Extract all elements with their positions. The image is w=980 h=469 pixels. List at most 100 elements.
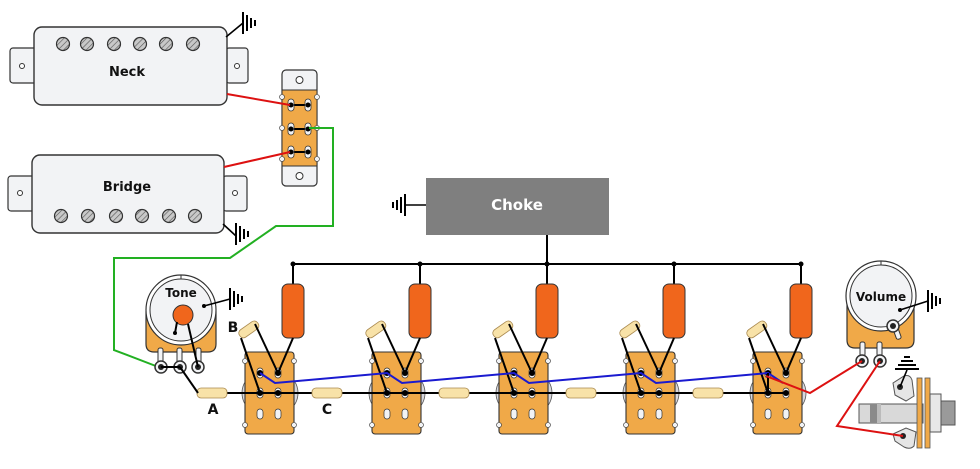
- ground-icon: [392, 194, 426, 216]
- bridge-pickup: Bridge: [7, 154, 248, 234]
- rotary-switch-stage[interactable]: [618, 261, 686, 435]
- rotary-switch-stage[interactable]: [237, 261, 305, 435]
- switch-notch: [623, 358, 629, 364]
- junction-dot: [417, 261, 423, 267]
- solder-point: [288, 149, 294, 155]
- capacitor-wire: [404, 337, 421, 374]
- junction-dot: [798, 261, 804, 267]
- rotary-switch-stage[interactable]: [745, 261, 813, 435]
- switch-notch: [279, 156, 285, 162]
- tone-pot[interactable]: Tone: [145, 274, 217, 374]
- switch-notch: [750, 422, 756, 428]
- pole-screw: [187, 208, 203, 224]
- pole-screw: [134, 208, 150, 224]
- switch-notch: [291, 358, 297, 364]
- switch-notch: [799, 358, 805, 364]
- rotary-switch-stage[interactable]: [364, 261, 432, 435]
- switch-notch: [623, 422, 629, 428]
- bypass-wire: [259, 371, 784, 385]
- solder-point: [783, 370, 789, 376]
- tone-ground-wire: [203, 298, 231, 307]
- resistor: [238, 320, 260, 339]
- choke: Choke: [426, 178, 609, 235]
- switch-lug: [655, 408, 663, 420]
- resistor-wire: [381, 323, 406, 374]
- pole-screw: [132, 36, 148, 52]
- pole-screw: [79, 36, 95, 52]
- pole-screw: [185, 36, 201, 52]
- tone-pot-label: Tone: [165, 286, 197, 300]
- pole-screw: [80, 208, 96, 224]
- ground-icon: [225, 12, 256, 38]
- switch-notch: [496, 422, 502, 428]
- switch-notch: [291, 422, 297, 428]
- solder-point: [656, 370, 662, 376]
- switch-lug: [401, 408, 409, 420]
- resistor: [565, 387, 597, 399]
- capacitor-wire: [531, 337, 548, 374]
- resistor: [746, 320, 768, 339]
- switch-lug: [782, 408, 790, 420]
- solder-point: [305, 102, 311, 108]
- capacitor-wire: [785, 337, 802, 374]
- capacitor: [281, 283, 305, 339]
- solder-point: [288, 102, 294, 108]
- capacitor: [662, 283, 686, 339]
- switch-notch: [369, 422, 375, 428]
- pole-screw: [158, 36, 174, 52]
- switch-notch: [314, 94, 320, 100]
- solder-point: [529, 370, 535, 376]
- resistor: [692, 387, 724, 399]
- junction-dot: [544, 261, 550, 267]
- switch-notch: [279, 94, 285, 100]
- choke-label: Choke: [491, 196, 543, 214]
- neck-pickup: Neck: [9, 26, 249, 106]
- volume-pot[interactable]: Volume: [845, 260, 917, 368]
- switch-notch: [369, 358, 375, 364]
- switch-notch: [279, 125, 285, 131]
- switch-notch: [799, 422, 805, 428]
- pole-screw: [55, 36, 71, 52]
- switch-lug: [528, 408, 536, 420]
- capacitor: [535, 283, 559, 339]
- pickup-selector-switch[interactable]: [279, 69, 320, 187]
- switch-notch: [496, 358, 502, 364]
- bridge-pickup-label: Bridge: [103, 180, 151, 195]
- switch-notch: [314, 156, 320, 162]
- pole-screw: [53, 208, 69, 224]
- switch-lug: [510, 408, 518, 420]
- capacitor: [408, 283, 432, 339]
- resistor-wire: [508, 323, 533, 374]
- resistor-wire: [240, 337, 261, 394]
- solder-point: [275, 370, 281, 376]
- neck-pickup-label: Neck: [109, 65, 145, 80]
- ground-icon: [895, 356, 919, 388]
- output-jack[interactable]: [858, 375, 956, 449]
- component-label-a: A: [208, 402, 219, 418]
- ground-icon: [229, 288, 243, 310]
- rotary-switch-stage[interactable]: [491, 261, 559, 435]
- capacitor-wire: [658, 337, 675, 374]
- resistor-wire: [621, 337, 642, 394]
- selector-output-wire: [113, 127, 334, 369]
- tone-lug3-wire: [187, 323, 199, 368]
- tone-to-resistor-a-wire: [179, 366, 199, 394]
- switch-notch: [242, 422, 248, 428]
- pole-screw: [106, 36, 122, 52]
- switch-notch: [545, 422, 551, 428]
- component-label-b: B: [228, 320, 239, 336]
- solder-point: [305, 149, 311, 155]
- switch-lug: [256, 408, 264, 420]
- ground-icon: [927, 290, 941, 312]
- switch-notch: [418, 422, 424, 428]
- switch-lug: [637, 408, 645, 420]
- resistor-wire: [748, 337, 769, 394]
- junction-dot: [671, 261, 677, 267]
- resistor: [196, 387, 228, 399]
- junction-dot: [290, 261, 296, 267]
- switch-lug: [383, 408, 391, 420]
- pole-screw: [108, 208, 124, 224]
- resistor: [619, 320, 641, 339]
- switch-notch: [242, 358, 248, 364]
- switch-notch: [750, 358, 756, 364]
